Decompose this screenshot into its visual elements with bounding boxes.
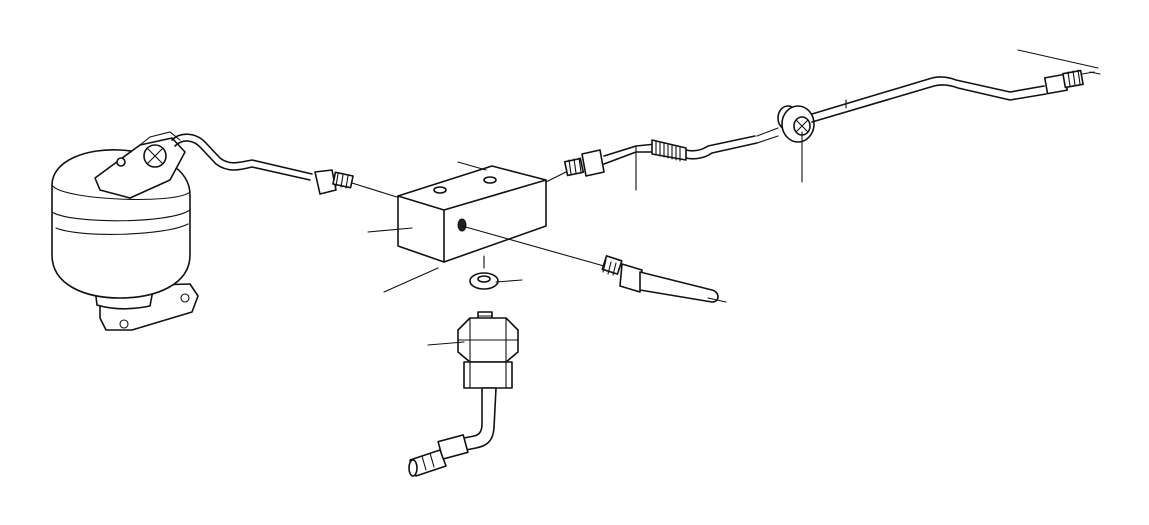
- leader-rear-pipe-end: [1089, 71, 1101, 75]
- leader-accumulator-pipe: [457, 161, 487, 171]
- leader-block-lower: [383, 267, 439, 293]
- switch-connector-cable[interactable]: [408, 387, 497, 477]
- brake-pipe-rear[interactable]: [811, 69, 1095, 123]
- union-nut-lower[interactable]: [461, 225, 643, 293]
- grommet[interactable]: [756, 105, 815, 144]
- pressure-switch[interactable]: [457, 311, 519, 389]
- brake-pipe-lower[interactable]: [639, 271, 719, 303]
- union-nut-left[interactable]: [314, 169, 401, 199]
- leader-lines: [367, 49, 1101, 346]
- brake-pipe-accumulator[interactable]: [171, 133, 313, 181]
- union-nut-center[interactable]: [545, 149, 605, 183]
- leader-rear-pipe-top: [1017, 49, 1099, 69]
- leader-lower-pipe: [707, 297, 727, 303]
- pressure-accumulator[interactable]: [51, 131, 199, 331]
- distribution-block[interactable]: [397, 165, 547, 263]
- sealing-washer[interactable]: [469, 272, 499, 290]
- leader-distribution-block: [367, 227, 413, 233]
- leader-pressure-switch: [427, 341, 465, 346]
- leader-sealing-washer: [495, 279, 523, 283]
- pipe-with-spring[interactable]: [603, 135, 758, 165]
